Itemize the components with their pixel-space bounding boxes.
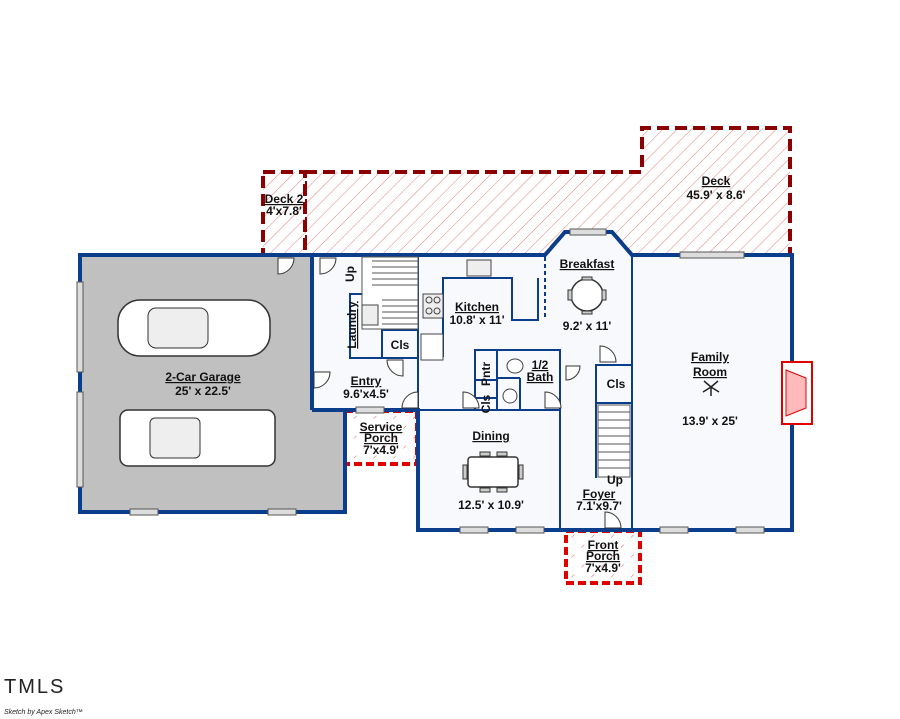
entry-size: 9.6'x4.5' bbox=[343, 387, 389, 401]
front-porch bbox=[564, 529, 642, 585]
breakfast-size: 9.2' x 11' bbox=[563, 319, 612, 333]
dining-table-icon bbox=[462, 451, 524, 493]
kitchen-size: 10.8' x 11' bbox=[449, 313, 504, 327]
bath-sink-icon bbox=[502, 388, 518, 404]
sketch-credit: Sketch by Apex Sketch™ bbox=[4, 709, 83, 716]
deck-2-size: 4'x7.8' bbox=[266, 204, 302, 218]
kitchen-sink-icon bbox=[466, 259, 492, 277]
entry-name: Entry bbox=[351, 374, 382, 388]
deck-2-name: Deck 2 bbox=[265, 192, 304, 206]
service-porch-name: Service bbox=[360, 420, 403, 434]
car-icon bbox=[117, 299, 271, 357]
truck-icon bbox=[119, 409, 276, 467]
family-room-name-2: Room bbox=[693, 365, 727, 379]
half-bath-name-2: Bath bbox=[527, 370, 554, 384]
garage-size: 25' x 22.5' bbox=[175, 384, 231, 398]
front-stairs-up: Up bbox=[607, 473, 623, 487]
foyer-name: Foyer bbox=[583, 487, 616, 501]
laundry-closet-name: Cls bbox=[391, 338, 410, 352]
front-porch-name: Front bbox=[588, 538, 619, 552]
doors bbox=[277, 257, 622, 529]
service-porch-size: 7'x4.9' bbox=[363, 443, 399, 457]
windows bbox=[76, 228, 765, 534]
toilet-icon bbox=[506, 358, 524, 374]
foyer-closet-name: Cls bbox=[607, 377, 626, 391]
family-room-name: Family bbox=[691, 350, 729, 364]
breakfast-table-icon bbox=[567, 276, 607, 315]
fireplace-icon bbox=[781, 361, 813, 425]
stairs-front bbox=[597, 404, 631, 478]
dining-size: 12.5' x 10.9' bbox=[458, 498, 524, 512]
deck-2 bbox=[261, 170, 307, 257]
deck-size: 45.9' x 8.6' bbox=[686, 188, 745, 202]
front-porch-size: 7'x4.9' bbox=[585, 561, 621, 575]
front-porch-name-2: Porch bbox=[586, 549, 620, 563]
deck-name: Deck bbox=[702, 174, 731, 188]
foyer-size: 7.1'x9.7' bbox=[576, 499, 622, 513]
service-porch-name-2: Porch bbox=[364, 431, 398, 445]
range-icon bbox=[422, 293, 444, 319]
refrigerator-icon bbox=[420, 333, 444, 361]
rear-stairs-up: Up bbox=[343, 266, 357, 282]
interior-walls bbox=[349, 255, 633, 530]
ceiling-fan-icon bbox=[702, 380, 720, 396]
half-bath-name: 1/2 bbox=[532, 358, 549, 372]
garage-wall bbox=[78, 253, 347, 514]
washer-icon bbox=[361, 304, 379, 326]
garage-name: 2-Car Garage bbox=[165, 370, 241, 384]
breakfast-name: Breakfast bbox=[560, 257, 615, 271]
dining-name: Dining bbox=[472, 429, 509, 443]
mls-logo: TMLS bbox=[4, 676, 66, 698]
bath-closet-name: Cls bbox=[479, 394, 493, 413]
pantry-name: Pntr bbox=[479, 362, 493, 386]
kitchen-name: Kitchen bbox=[455, 300, 499, 314]
laundry-name: Laundry bbox=[345, 301, 359, 349]
family-room-size: 13.9' x 25' bbox=[682, 414, 738, 428]
